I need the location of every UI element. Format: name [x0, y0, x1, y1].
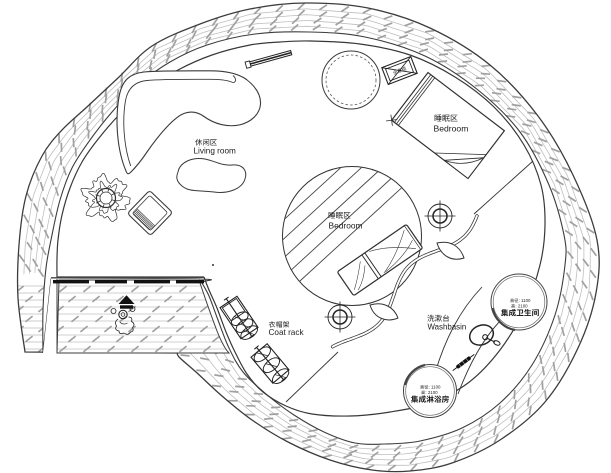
svg-text:Bedroom: Bedroom: [329, 221, 363, 231]
svg-text:Washbasin: Washbasin: [428, 323, 467, 332]
svg-text:: 1100: : 1100: [519, 298, 531, 303]
svg-text:Bedroom: Bedroom: [434, 124, 469, 134]
svg-text:: 2100: : 2100: [425, 390, 438, 395]
svg-text:Living room: Living room: [194, 147, 237, 156]
svg-text:: 1100: : 1100: [429, 385, 441, 390]
svg-text:Coat rack: Coat rack: [269, 328, 305, 337]
svg-text:: 2100: : 2100: [515, 304, 528, 309]
